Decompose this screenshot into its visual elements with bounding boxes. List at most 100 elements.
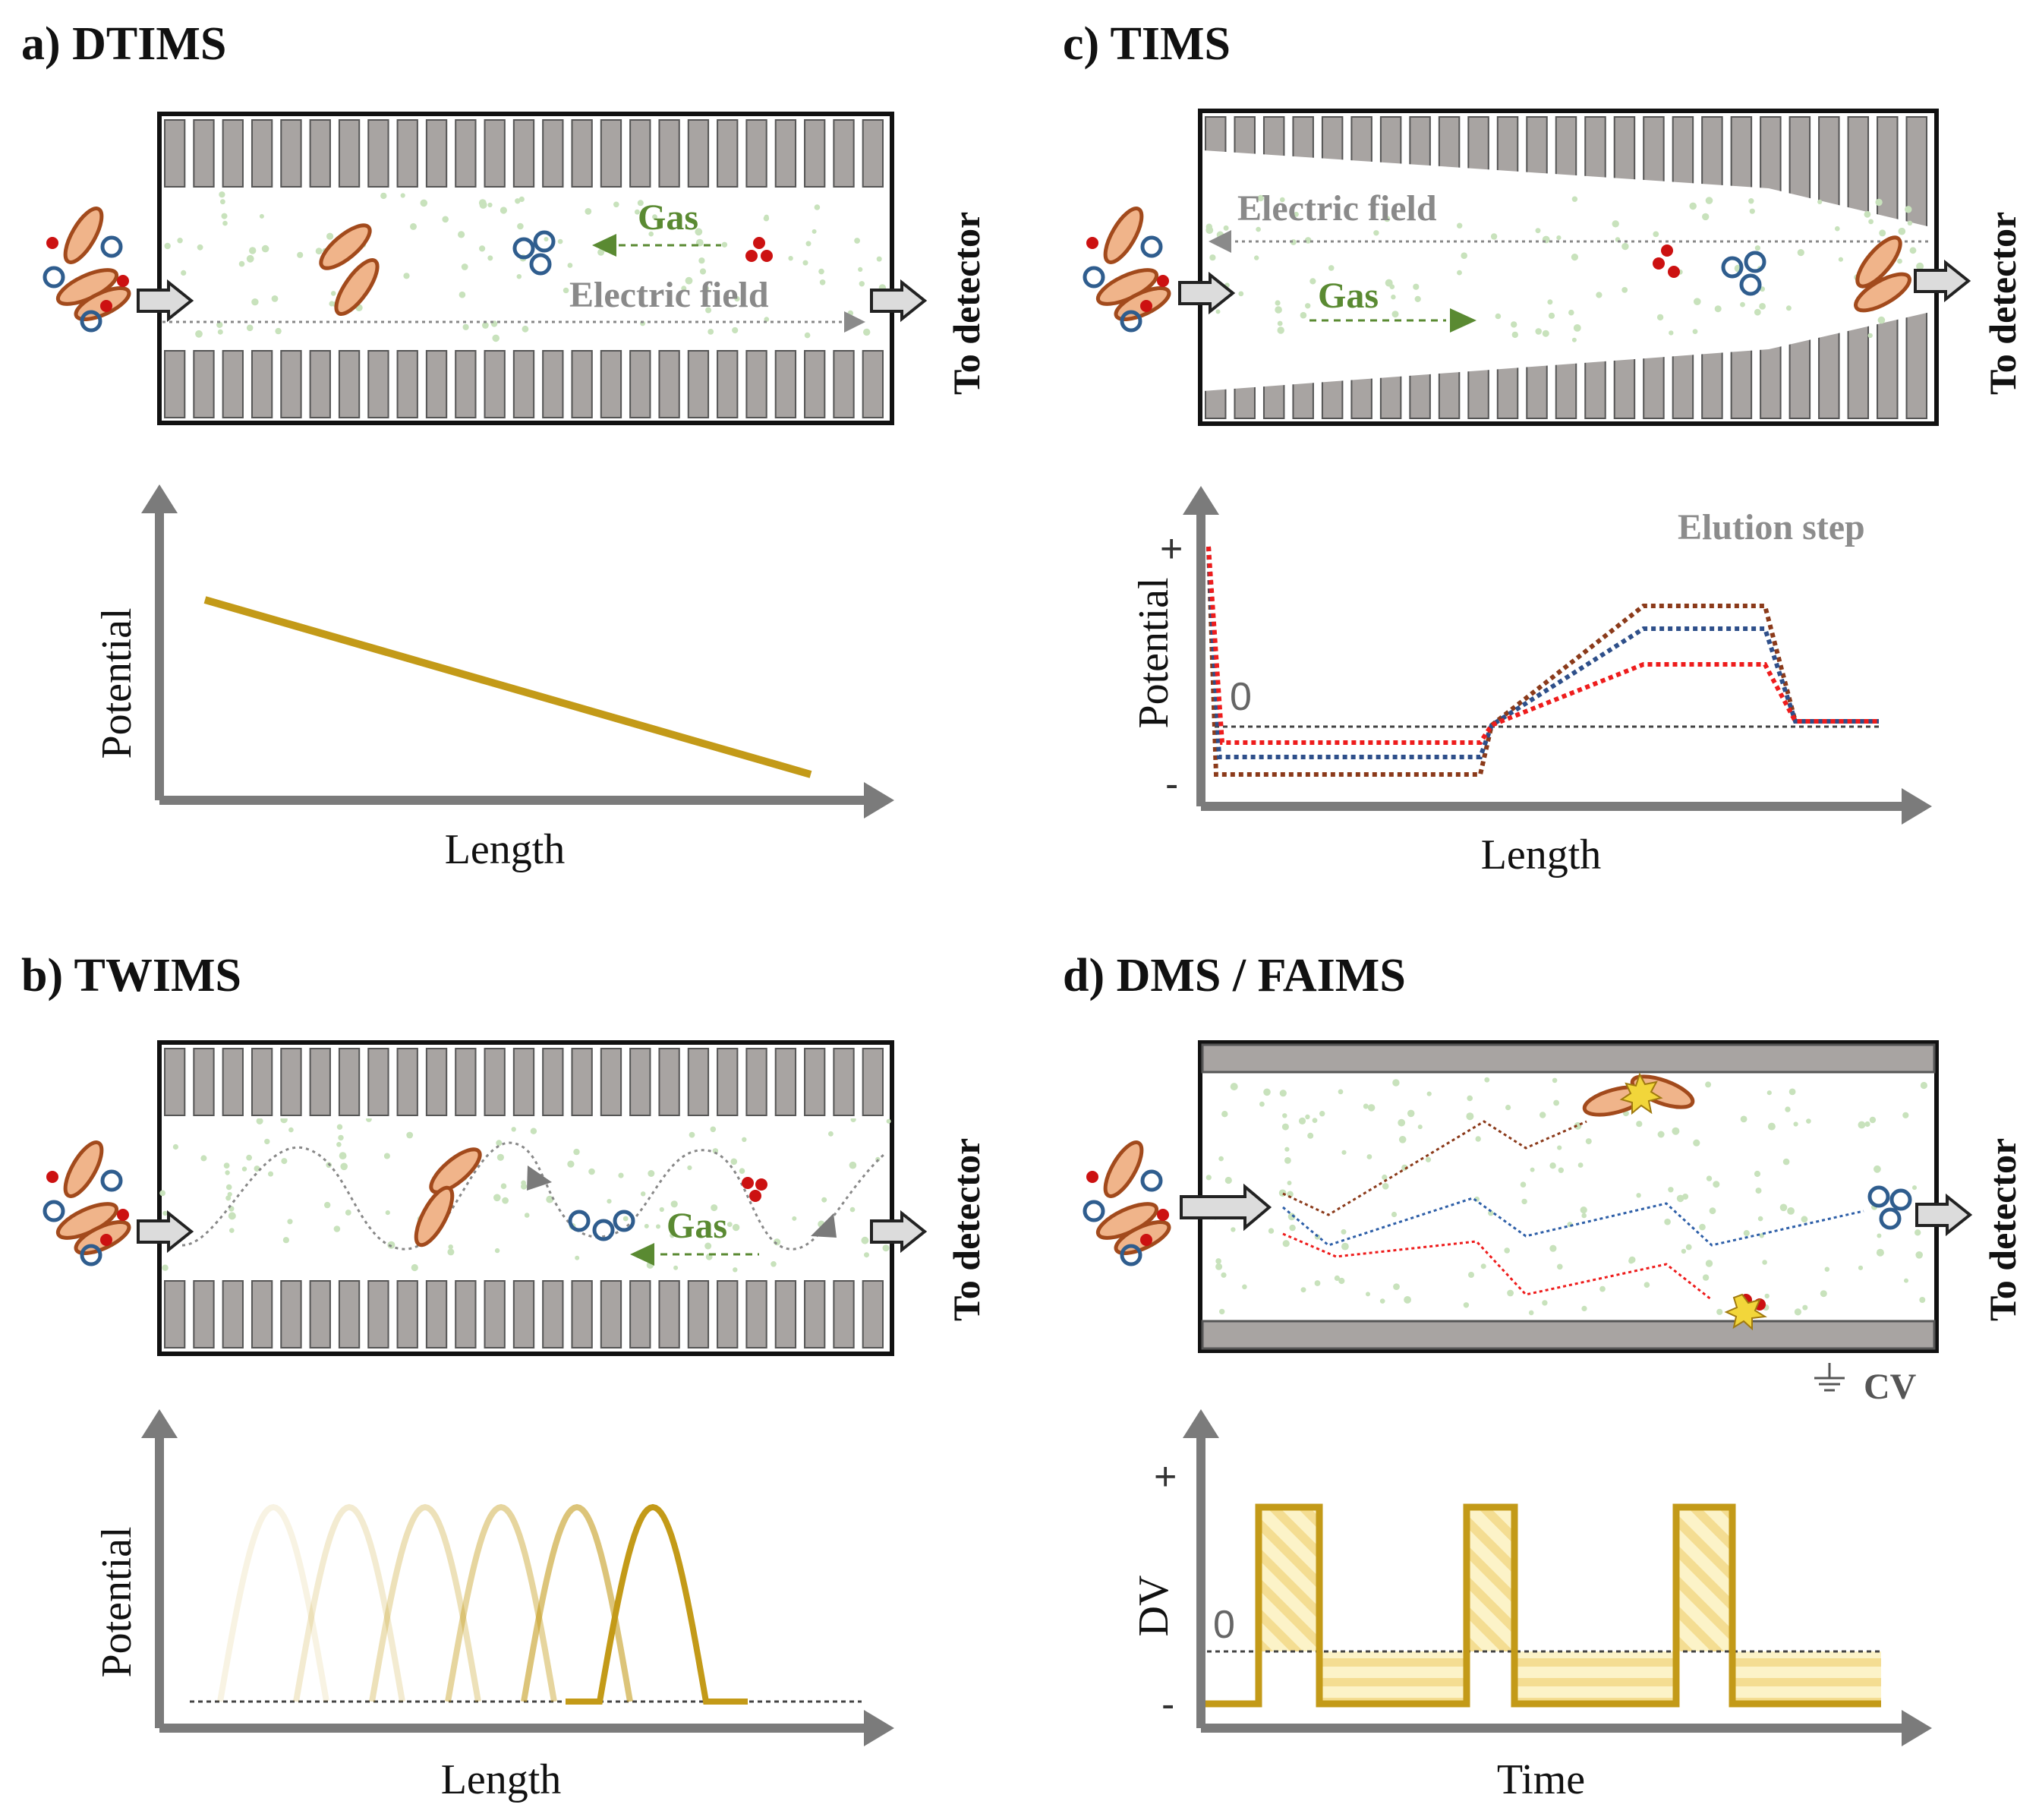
electrode-slat (425, 1280, 448, 1348)
electrode-slat (309, 350, 331, 418)
negative-area-fill (1732, 1651, 1881, 1704)
electrode-slat (571, 119, 593, 188)
electrode-slat (512, 350, 535, 418)
ion-red-trio (1653, 244, 1680, 278)
electrode-slat (774, 350, 797, 418)
electrode-slat (396, 1048, 418, 1116)
electrode-slat (193, 350, 215, 418)
waveform-fill-areas (1259, 1507, 1881, 1704)
electrode-slat (745, 119, 767, 188)
x-axis-label: Length (441, 1756, 562, 1803)
wave-direction-arrow (527, 1165, 552, 1191)
electrode-slat (455, 1280, 477, 1348)
top-plate (1201, 1043, 1936, 1074)
electrode-slat (774, 1280, 797, 1348)
electrode-slat (862, 119, 884, 188)
electrode-slat (251, 350, 273, 418)
electrode-slat (658, 1280, 680, 1348)
electric-field-label: Electric field (569, 275, 769, 315)
electrode-slat (542, 1048, 564, 1116)
electrode-slat (222, 1048, 244, 1116)
electrode-slat (484, 119, 506, 188)
electrode-slat (600, 119, 622, 188)
electrode-slat (512, 1280, 535, 1348)
electrode-slat (833, 1048, 855, 1116)
ion-elongated-pair (1582, 1072, 1695, 1117)
electrode-slat (600, 1280, 622, 1348)
panel-d-title: d) DMS / FAIMS (1063, 950, 1406, 1001)
wave-pulse (293, 1503, 405, 1702)
electrode-slat (309, 1048, 331, 1116)
electrode-slat (512, 119, 535, 188)
ion-cluster-icon (1083, 207, 1171, 333)
electrode-slat (687, 1048, 710, 1116)
electrode-slat (833, 119, 855, 188)
wave-pulse (217, 1503, 329, 1702)
inlet-arrow-icon (137, 279, 194, 323)
ion-cluster-icon (43, 207, 131, 333)
electrode-slat (542, 1280, 564, 1348)
electrode-slat (396, 119, 418, 188)
plus-label: + (1160, 527, 1183, 571)
bottom-electrodes (162, 348, 890, 421)
electrode-slat (658, 1048, 680, 1116)
electrode-slat (745, 350, 767, 418)
asymmetric-waveform (1205, 1503, 1881, 1708)
gas-label: Gas (638, 197, 698, 238)
electrode-slat (629, 1048, 651, 1116)
electrode-slat (717, 1280, 739, 1348)
outlet-arrow-icon (1915, 1193, 1973, 1237)
zero-label: 0 (1230, 675, 1252, 719)
ion-blue-trio (1867, 1185, 1912, 1230)
outlet-arrow-icon (870, 279, 928, 323)
panel-b-title: b) TWIMS (21, 950, 241, 1001)
minus-label: - (1165, 762, 1178, 806)
elution-step-label: Elution step (1678, 507, 1865, 547)
dtims-cell: Electric field Gas (157, 112, 894, 425)
electrode-slat (455, 350, 477, 418)
ion-red-trio (742, 1177, 767, 1202)
electrode-slat (396, 350, 418, 418)
electrode-slat (251, 1048, 273, 1116)
electrode-slat (542, 350, 564, 418)
electrode-slat (745, 1048, 767, 1116)
electrode-slat (804, 119, 826, 188)
electrode-slat (164, 119, 186, 188)
electrode-slat (251, 119, 273, 188)
electrode-slat (687, 119, 710, 188)
electrode-slat (164, 350, 186, 418)
wave-pulse (369, 1503, 481, 1702)
electrode-slat (774, 1048, 797, 1116)
electrode-slat (804, 350, 826, 418)
electrode-slat (193, 1280, 215, 1348)
gas-label: Gas (1318, 276, 1379, 316)
y-axis-label: Potential (1130, 577, 1177, 728)
buffer-gas-dots (164, 191, 887, 342)
positive-area-fill (1676, 1507, 1732, 1651)
electrode-slat (425, 1048, 448, 1116)
electrode-slat (833, 350, 855, 418)
electrode-slat (367, 350, 389, 418)
inlet-arrow-icon (1180, 1183, 1272, 1232)
y-axis-label: Potential (93, 607, 140, 759)
x-axis-label: Length (445, 826, 566, 873)
inlet-arrow-icon (1178, 271, 1236, 315)
dms-cell (1198, 1040, 1939, 1353)
electrode-slat (629, 119, 651, 188)
plus-label: + (1154, 1455, 1177, 1499)
ion-elongated-pair (1854, 235, 1911, 313)
x-axis-label: Time (1497, 1756, 1585, 1803)
electrode-slat (629, 1280, 651, 1348)
electrode-slat (717, 350, 739, 418)
electrode-slat (774, 119, 797, 188)
minus-label: - (1161, 1683, 1174, 1727)
electrode-slat (717, 119, 739, 188)
electrode-slat (717, 1048, 739, 1116)
x-axis-label: Length (1481, 831, 1602, 878)
electrode-slat (280, 119, 302, 188)
ion-blue-trio (1721, 251, 1766, 296)
electrode-slat (280, 1280, 302, 1348)
electrode-slat (425, 350, 448, 418)
tims-cell: Electric field Gas (1198, 109, 1939, 426)
wave-pulse (566, 1503, 748, 1705)
